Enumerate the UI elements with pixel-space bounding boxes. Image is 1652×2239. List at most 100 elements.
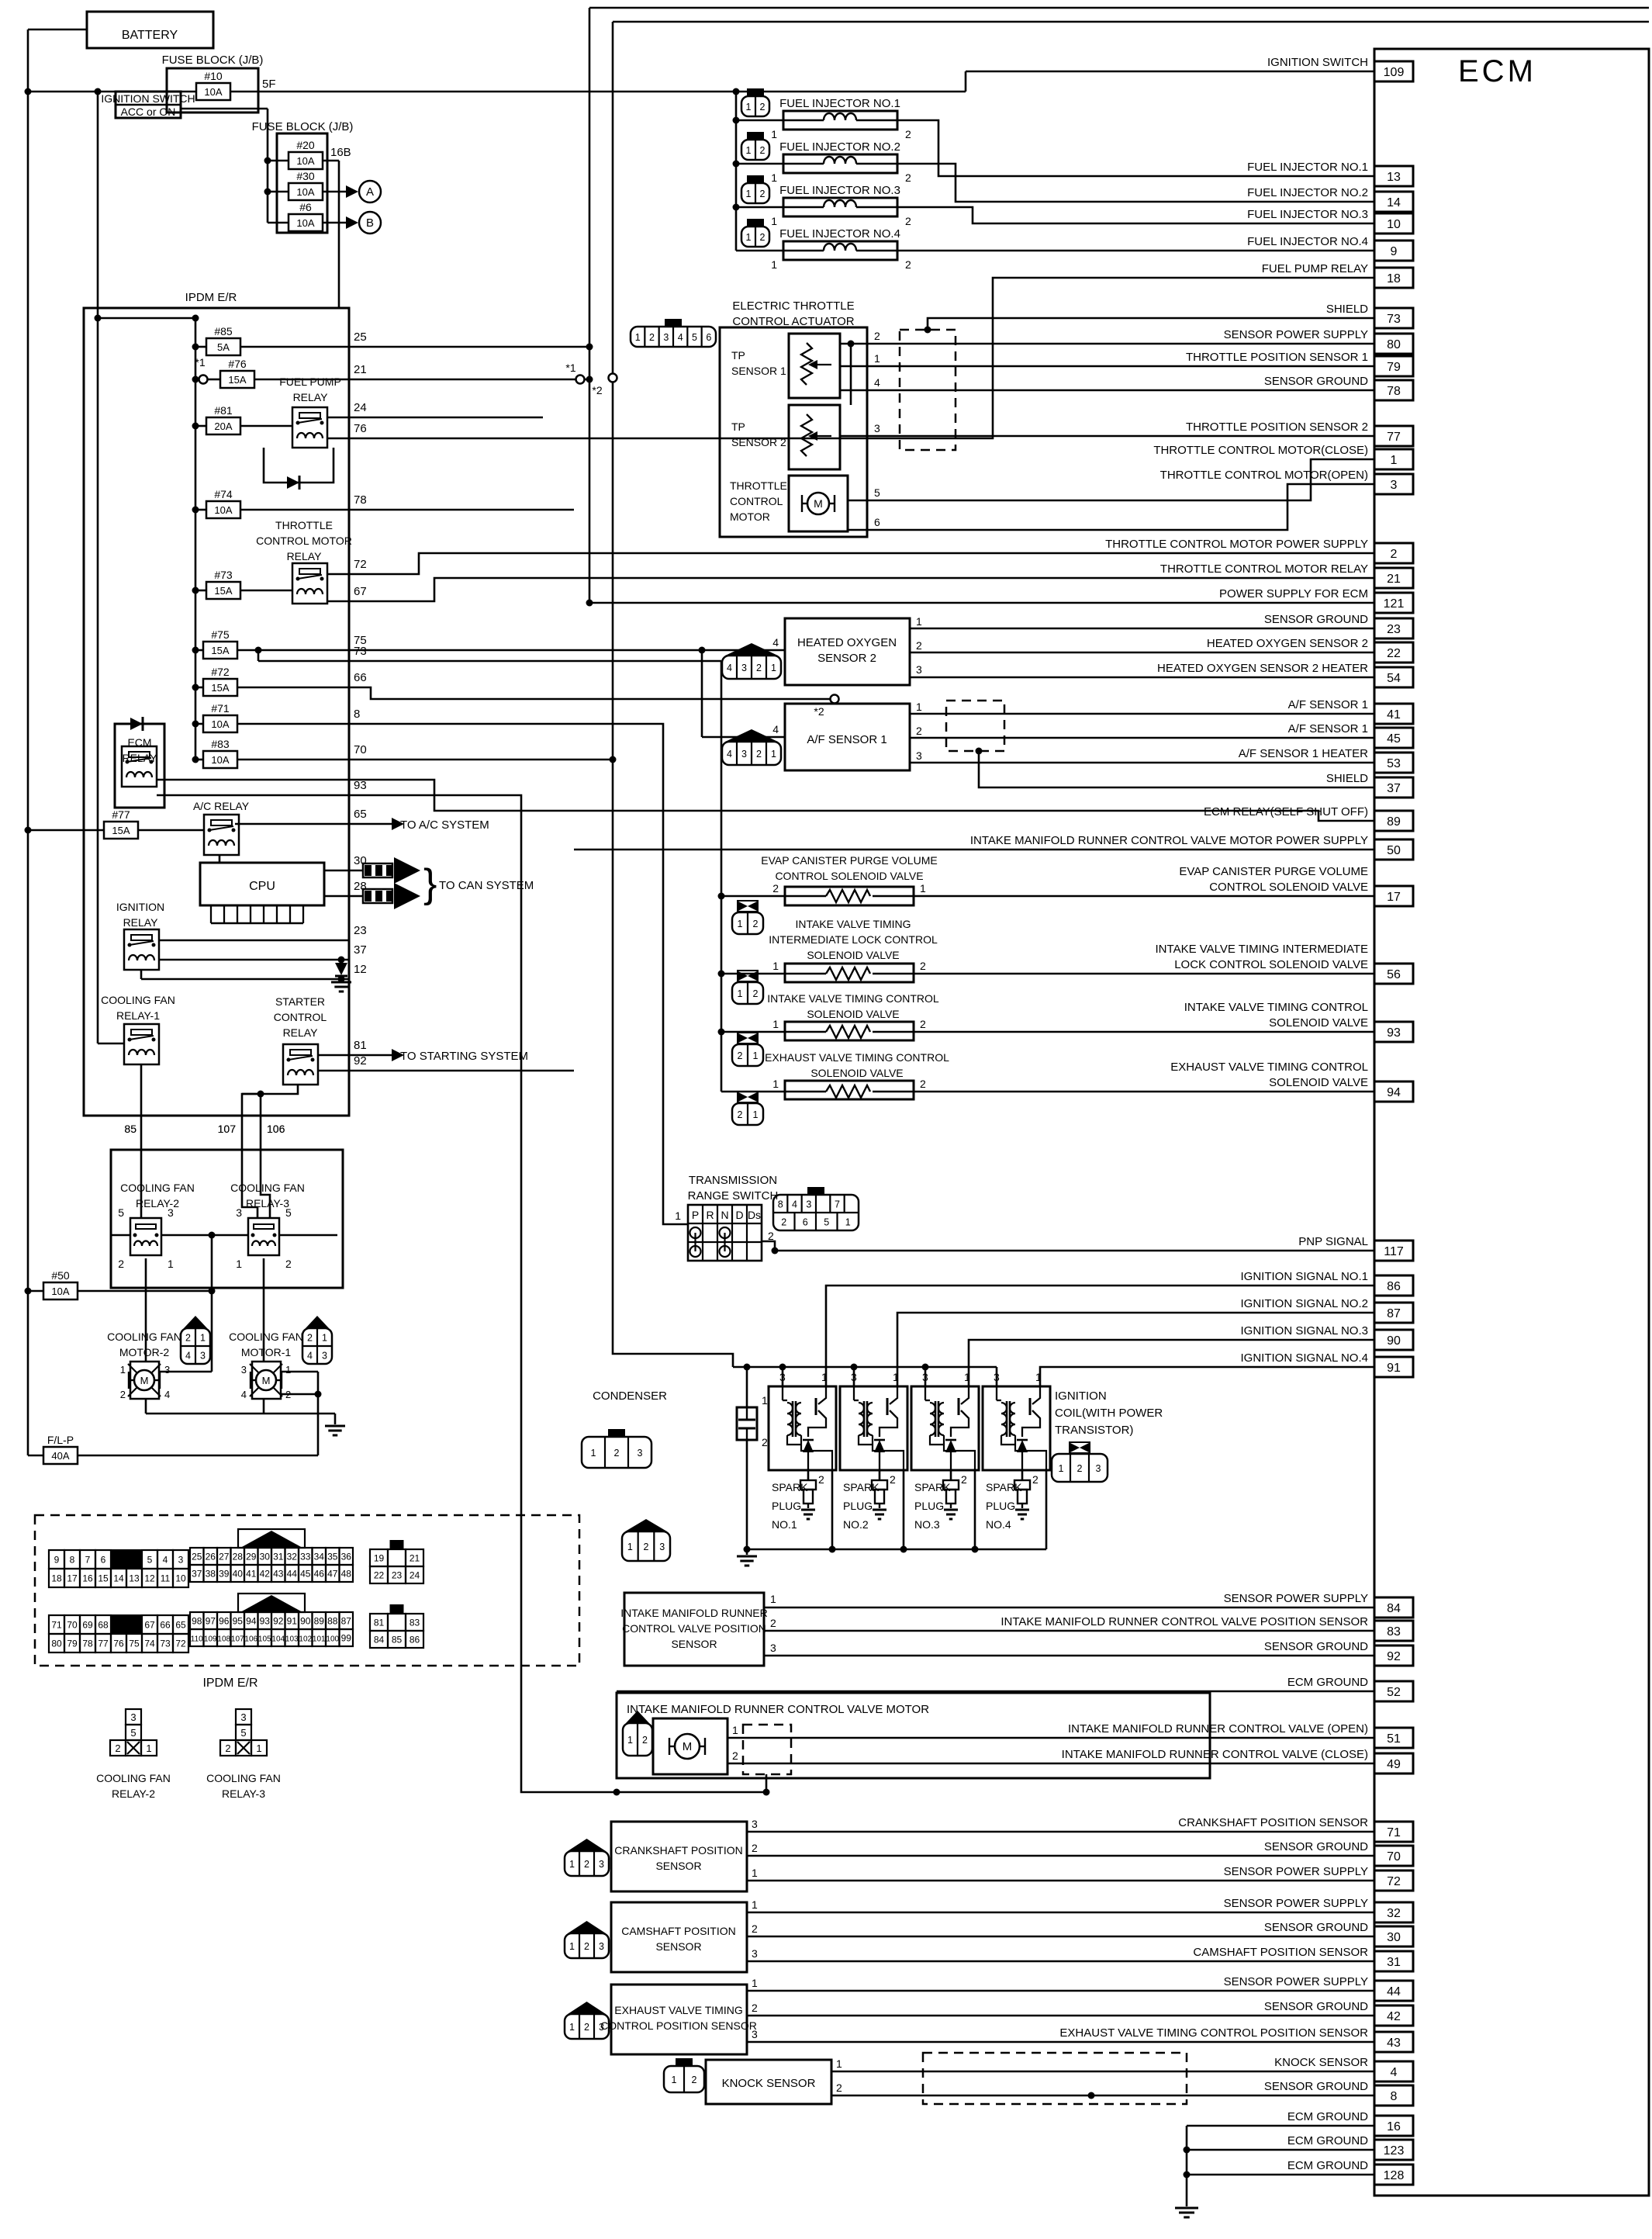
relay-coil bbox=[251, 1240, 277, 1247]
relay-pin-number: 3 bbox=[240, 1711, 246, 1723]
relay-pin-number: 1 bbox=[256, 1742, 261, 1754]
ecm-pin-number: 109 bbox=[1384, 66, 1405, 79]
connector-cap bbox=[738, 1033, 748, 1043]
relay-pin-cell bbox=[140, 1739, 158, 1757]
diagram-label: COOLING FAN bbox=[96, 1772, 171, 1784]
connector-pin: 5 bbox=[824, 1217, 829, 1228]
ecm-pin-box bbox=[1373, 1020, 1415, 1043]
grid-pin-number: 14 bbox=[113, 1573, 124, 1584]
diagram-label: RELAY-1 bbox=[116, 1009, 160, 1022]
ecm-box bbox=[1373, 47, 1650, 2197]
connector-cap bbox=[1069, 1441, 1090, 1454]
diagram-label: 6 bbox=[874, 516, 880, 528]
fuse-name: #77 bbox=[112, 808, 130, 821]
fuse-name: #74 bbox=[214, 488, 233, 500]
diagram-label: SPARK bbox=[772, 1481, 808, 1493]
ecm-signal-label: SHIELD bbox=[1326, 772, 1368, 785]
ecm-signal-label: THROTTLE POSITION SENSOR 1 bbox=[1186, 351, 1368, 364]
diagram-label: SOLENOID VALVE bbox=[807, 949, 899, 961]
diagram-label: CAMSHAFT POSITION bbox=[621, 1925, 736, 1937]
connector-ring bbox=[829, 694, 840, 704]
wire bbox=[897, 206, 1374, 225]
can-arrow-tail bbox=[361, 888, 394, 905]
ecm-signal-label: FUEL PUMP RELAY bbox=[1262, 262, 1368, 275]
transistor-icon bbox=[817, 1386, 828, 1405]
junction-dot bbox=[192, 343, 199, 351]
fuse-amp: 20A bbox=[214, 420, 232, 432]
throttle-motor-relay-symbol bbox=[291, 562, 329, 605]
diagram-label: IPDM E/R bbox=[185, 291, 237, 304]
diagram-label: 107 bbox=[218, 1123, 237, 1135]
arrow-icon bbox=[392, 818, 404, 830]
connector-cap bbox=[626, 1711, 649, 1723]
motor-icon bbox=[673, 1732, 701, 1760]
fuse-box bbox=[205, 416, 242, 436]
ecm-signal-label: THROTTLE CONTROL MOTOR POWER SUPPLY bbox=[1105, 538, 1368, 551]
diagram-label: 2 bbox=[752, 1842, 758, 1854]
diagram-label: 3 bbox=[164, 1364, 170, 1376]
ecm-pin-box bbox=[1373, 809, 1415, 832]
relay-contact bbox=[129, 1035, 154, 1040]
transistor-icon bbox=[878, 1410, 899, 1437]
fuse-amp: 10A bbox=[296, 155, 314, 167]
junction-dot bbox=[586, 375, 593, 383]
diagram-label: 5 bbox=[118, 1206, 124, 1219]
connector-cap bbox=[676, 2058, 693, 2066]
ipdm-pin-number: 70 bbox=[354, 743, 367, 756]
relay-contact bbox=[151, 1037, 156, 1042]
ecm-pin-box bbox=[1373, 542, 1415, 565]
diagram-label: RELAY bbox=[287, 550, 323, 562]
diagram-label: 4 bbox=[772, 636, 779, 649]
ecm-pin-box bbox=[1373, 1844, 1415, 1867]
diagram-label: COOLING FAN bbox=[206, 1772, 281, 1784]
ecm-pin-box bbox=[1373, 355, 1415, 378]
ecm-pin-number: 89 bbox=[1387, 815, 1401, 829]
diagram-label: 1 bbox=[874, 352, 880, 365]
connector-pin: 3 bbox=[599, 1941, 604, 1952]
grid-pin-number: 88 bbox=[327, 1616, 338, 1627]
grid-pin-number: 22 bbox=[374, 1570, 385, 1581]
grid-pin-number: 108 bbox=[217, 1635, 230, 1644]
diagram-label: INTERMEDIATE LOCK CONTROL bbox=[769, 933, 938, 946]
ecm-pin-box bbox=[1373, 2084, 1415, 2107]
junction-dot bbox=[192, 422, 199, 430]
connector-pin: 3 bbox=[806, 1199, 811, 1210]
diagram-label: SOLENOID VALVE bbox=[807, 1008, 899, 1020]
connector-pin: 2 bbox=[1077, 1463, 1083, 1474]
diagram-label: 4 bbox=[874, 376, 880, 389]
ipdm-pin-number: 78 bbox=[354, 493, 367, 507]
diagram-label: SENSOR bbox=[655, 1940, 701, 1953]
wire bbox=[349, 552, 1374, 576]
relay-pin-number: 5 bbox=[130, 1727, 136, 1739]
ecm-pin-box bbox=[1373, 1752, 1415, 1775]
ecm-signal-label: IGNITION SWITCH bbox=[1267, 56, 1368, 69]
relay-contact bbox=[310, 1057, 315, 1062]
diagram-label: 1 bbox=[920, 882, 926, 895]
ecm-signal-label: SENSOR GROUND bbox=[1264, 1840, 1368, 1853]
diagram-label: TRANSMISSION bbox=[689, 1174, 777, 1187]
transistor-icon bbox=[1021, 1410, 1042, 1437]
junction-dot bbox=[1183, 2171, 1191, 2178]
diagram-label: 2 bbox=[916, 639, 922, 652]
fuse-box bbox=[287, 213, 324, 233]
ecm-pin-box bbox=[1373, 306, 1415, 330]
fuse-box bbox=[195, 81, 232, 102]
diagram-label: 1 bbox=[1035, 1371, 1042, 1383]
ipdm-connector-box bbox=[33, 1514, 581, 1667]
fuse-amp: 10A bbox=[211, 754, 229, 766]
grid-pin-number: 110 bbox=[191, 1635, 203, 1644]
grid-pin-number: 43 bbox=[273, 1569, 284, 1580]
junction-dot bbox=[732, 88, 740, 95]
grid-pin-number: 35 bbox=[327, 1552, 338, 1562]
ecm-signal-label: THROTTLE CONTROL MOTOR(OPEN) bbox=[1160, 469, 1368, 482]
diagram-label: FUEL INJECTOR NO.3 bbox=[779, 184, 900, 197]
fuse-name: F/L-P bbox=[47, 1434, 74, 1446]
ecm-pin-number: 128 bbox=[1384, 2169, 1405, 2182]
connector-ring bbox=[575, 374, 586, 385]
motor-cross bbox=[127, 1386, 138, 1397]
wire bbox=[237, 686, 830, 701]
diagram-label: 3 bbox=[851, 1371, 857, 1383]
diagram-label: BATTERY bbox=[122, 29, 178, 42]
connector-cap bbox=[737, 1091, 759, 1103]
